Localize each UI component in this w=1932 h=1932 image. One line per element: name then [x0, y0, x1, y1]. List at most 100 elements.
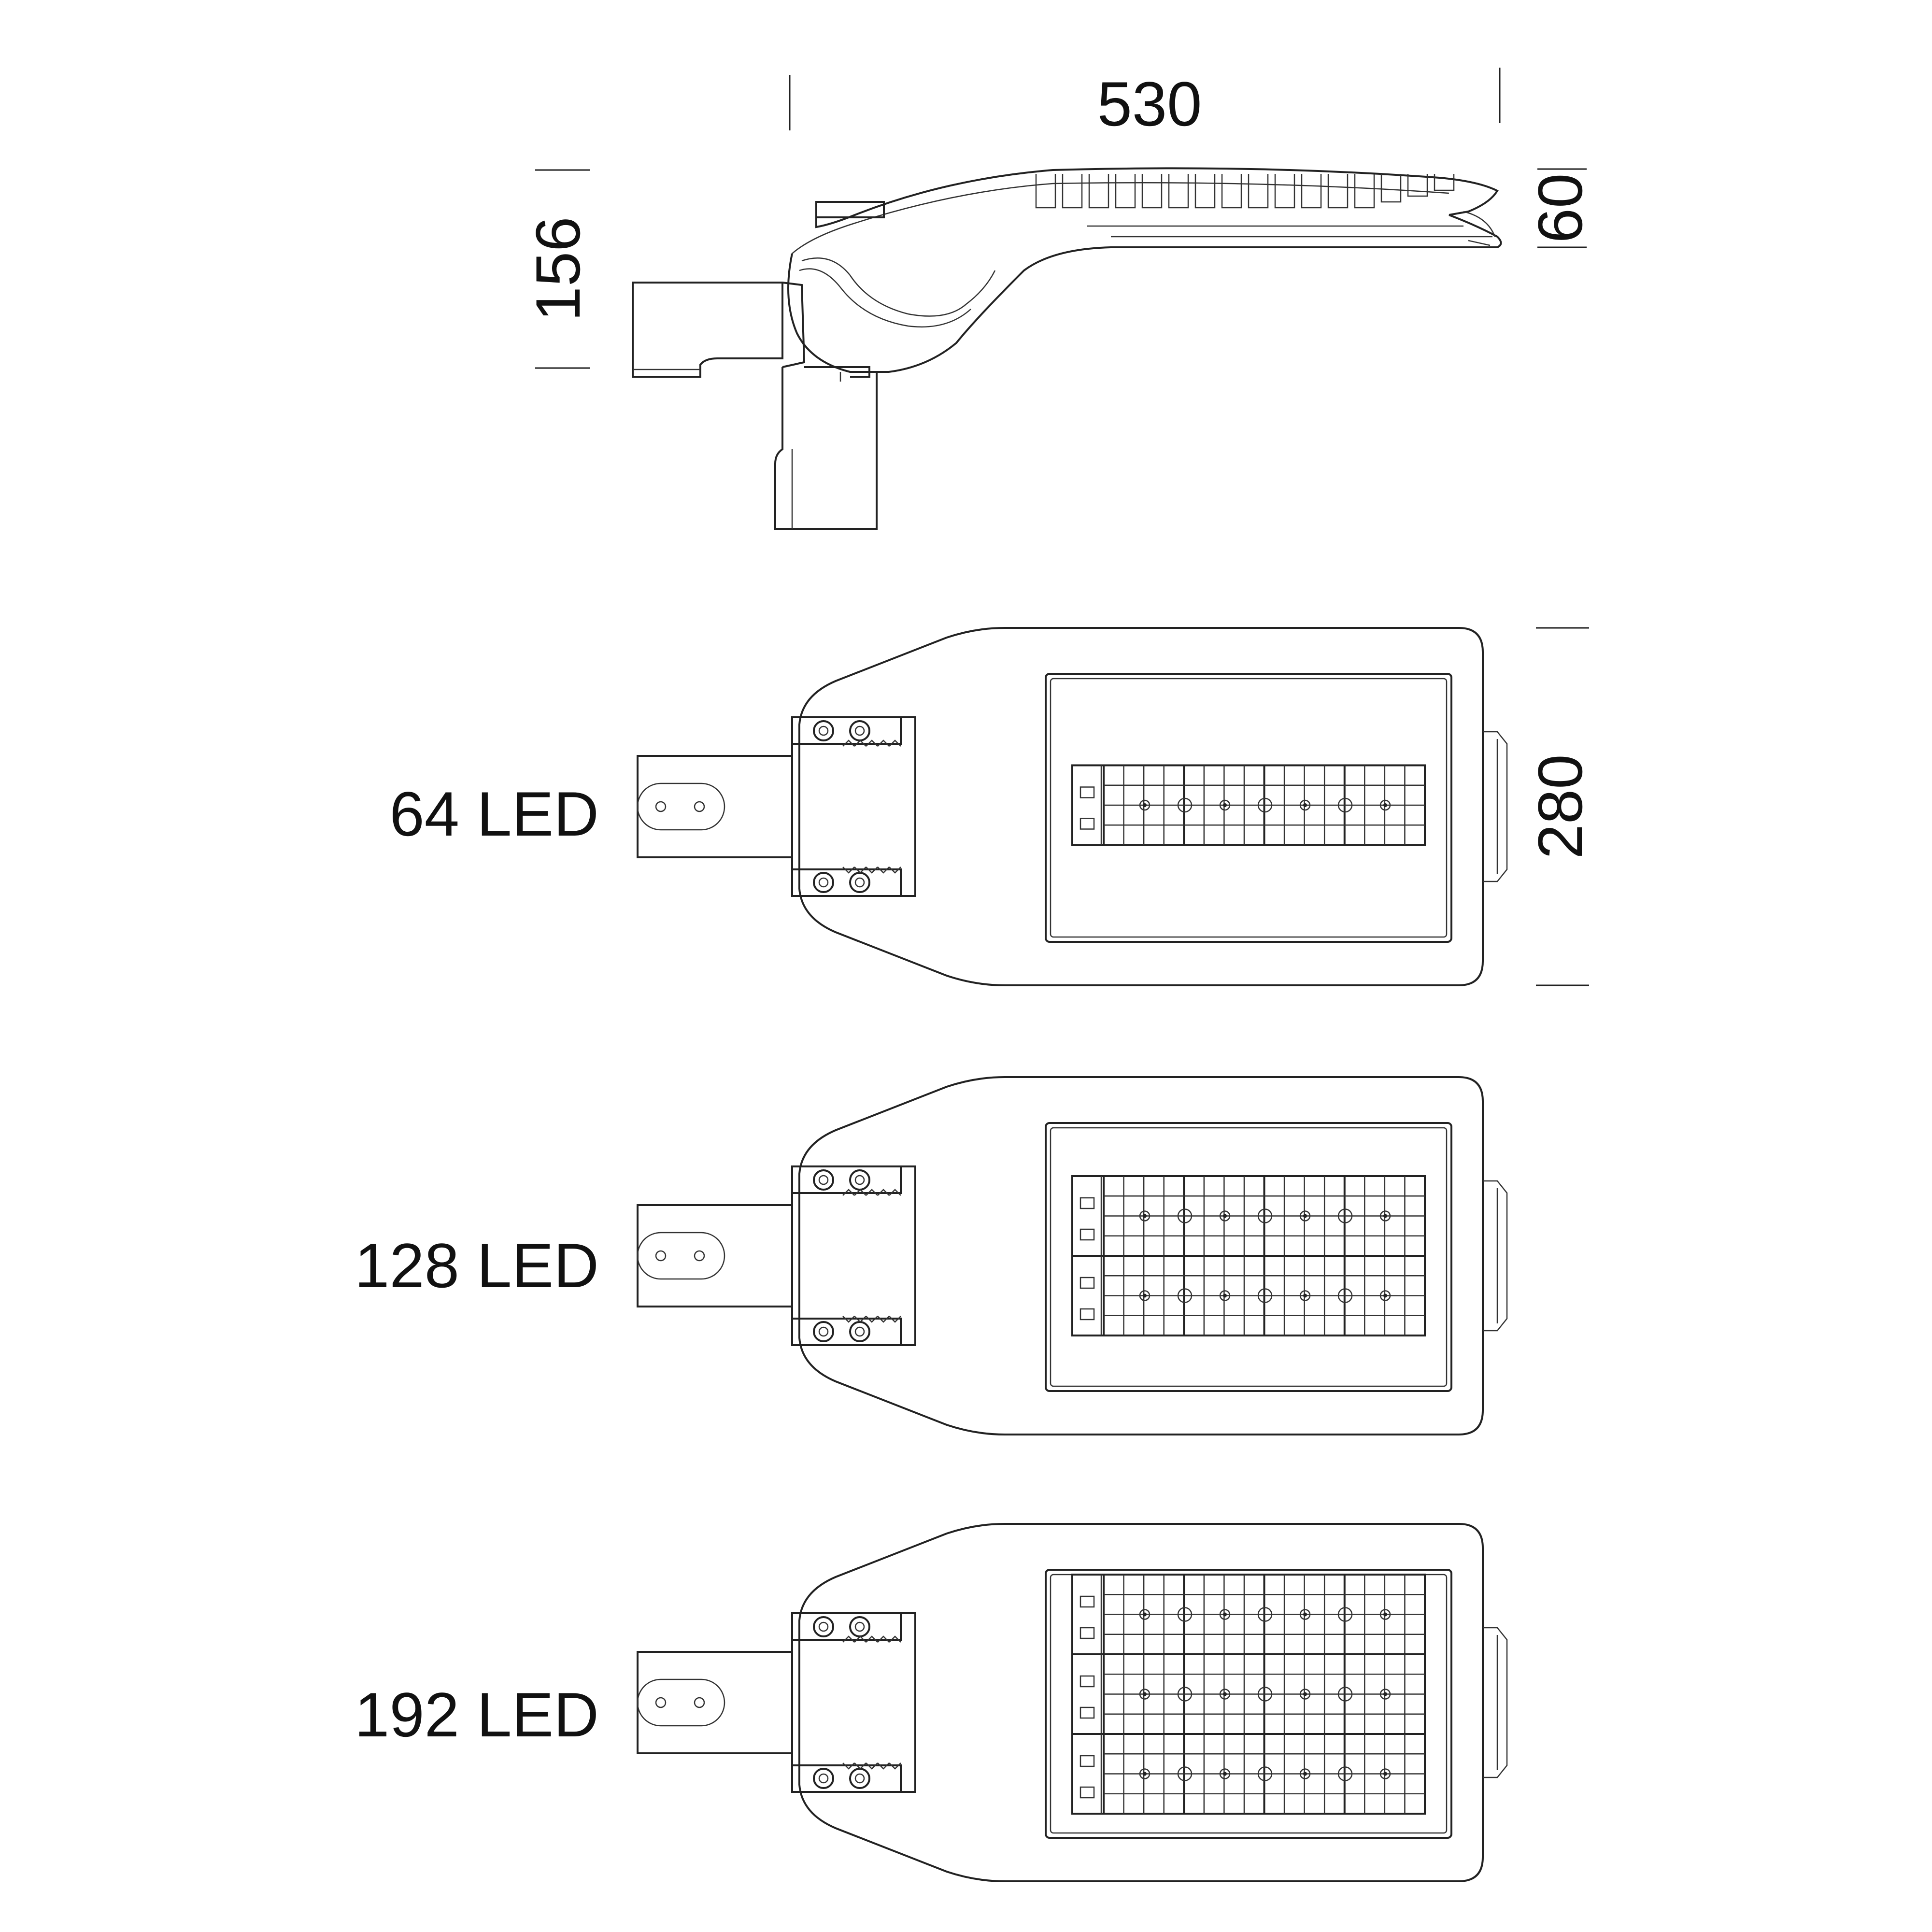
fin	[1194, 174, 1216, 209]
side-view: 530 156 60	[523, 68, 1595, 530]
connector-icon	[1080, 1228, 1095, 1241]
clamp-serration	[889, 1635, 901, 1643]
clamp-serration	[889, 1762, 901, 1770]
dimension-length-label: 530	[1097, 69, 1202, 139]
module-screw	[1379, 1609, 1391, 1620]
module-screw-center	[1303, 1692, 1307, 1696]
arm-bolt	[655, 801, 667, 812]
clamp-serration	[866, 1762, 878, 1770]
clamp-bolt	[849, 872, 870, 893]
clamp-serration	[842, 1635, 855, 1643]
clamp-serration	[842, 1762, 855, 1770]
led-module	[1071, 1653, 1426, 1735]
connector-icon	[1080, 786, 1095, 798]
dimension-width-label: 280	[1525, 754, 1595, 859]
module-screw-center	[1303, 1612, 1307, 1617]
arm-bolt	[694, 801, 705, 812]
dimension-height: 156	[523, 169, 593, 369]
module-screw-center	[1383, 1612, 1387, 1617]
arm-slot	[637, 782, 725, 831]
spigot-arm	[637, 1204, 793, 1307]
module-screw	[1139, 799, 1151, 811]
module-screw	[1177, 1607, 1193, 1622]
variant-192-led: 192 LED	[355, 1523, 1508, 1882]
fin	[1407, 174, 1428, 197]
module-screw	[1337, 1766, 1353, 1781]
clamp-serration	[877, 867, 890, 874]
rear-connector	[1483, 731, 1508, 882]
clamp-serration	[842, 739, 855, 747]
clamp-bolt-head	[818, 877, 829, 888]
module-screw-center	[1383, 1772, 1387, 1776]
clamp-serration	[889, 739, 901, 747]
rear-connector	[1483, 1627, 1508, 1778]
fin	[1274, 174, 1295, 209]
module-screw	[1177, 1208, 1193, 1223]
clamp-serration	[866, 739, 878, 747]
module-screw	[1219, 1210, 1231, 1222]
optic-window	[1045, 1122, 1452, 1392]
clamp-bolt	[813, 1169, 834, 1191]
clamp-bolt-head	[854, 725, 865, 736]
clamp-serration	[854, 739, 867, 747]
fin	[1327, 174, 1349, 209]
module-screw	[1177, 797, 1193, 813]
module-screw	[1139, 1768, 1151, 1779]
module-screw-center	[1303, 1214, 1307, 1218]
clamp-serration	[889, 867, 901, 874]
led-module	[1071, 1175, 1426, 1257]
clamp-serration	[842, 1316, 855, 1323]
module-screw-center	[1143, 1612, 1147, 1617]
fin	[1115, 174, 1136, 209]
clamp-bolt	[813, 1616, 834, 1637]
module-screw	[1177, 1766, 1193, 1781]
module-screw	[1379, 799, 1391, 811]
module-screw-center	[1223, 1772, 1227, 1776]
side-profile	[787, 167, 1502, 373]
clamp-bolt	[849, 1321, 870, 1342]
module-screw	[1257, 1607, 1273, 1622]
module-screw	[1299, 1689, 1311, 1700]
rear-connector	[1483, 1180, 1508, 1332]
clamp-bottom-plate	[791, 868, 902, 897]
fin	[1088, 174, 1109, 209]
arm-bolt	[694, 1697, 705, 1708]
clamp-serration	[877, 1635, 890, 1643]
clamp-bolt	[813, 1768, 834, 1789]
module-screw-center	[1303, 1772, 1307, 1776]
module-screw	[1299, 1210, 1311, 1222]
module-screw-center	[1143, 1214, 1147, 1218]
clamp-serration	[854, 867, 867, 874]
spigot-arm	[637, 755, 793, 858]
clamp-serration	[877, 739, 890, 747]
module-screw	[1257, 797, 1273, 813]
fin	[1354, 174, 1375, 209]
arm-tube	[637, 1204, 793, 1307]
module-screw-center	[1303, 1293, 1307, 1298]
module-screw	[1257, 1687, 1273, 1702]
top-views: 280 64 LED 128 LED 192 LED	[355, 627, 1595, 1882]
connector-icon	[1080, 1755, 1095, 1767]
module-screw	[1139, 1689, 1151, 1700]
clamp-bottom-plate	[791, 1764, 902, 1793]
module-screw-center	[1383, 803, 1387, 807]
clamp-serration	[866, 1316, 878, 1323]
clamp-serration	[877, 1316, 890, 1323]
module-screw-center	[1223, 803, 1227, 807]
module-screw	[1219, 1768, 1231, 1779]
fin	[1380, 174, 1402, 203]
connector-icon	[1080, 1197, 1095, 1209]
housing-outline	[798, 1523, 1484, 1882]
module-screw	[1299, 1609, 1311, 1620]
fin	[1062, 174, 1083, 209]
clamp-bolt-head	[818, 1621, 829, 1632]
clamp-bolt	[813, 1321, 834, 1342]
clamp-bolt-head	[854, 1326, 865, 1337]
module-screw	[1257, 1208, 1273, 1223]
module-screw	[1379, 1689, 1391, 1700]
variant-128-led: 128 LED	[355, 1076, 1508, 1435]
arm-slot	[637, 1232, 725, 1280]
fin	[1141, 174, 1163, 209]
module-screw-center	[1383, 1214, 1387, 1218]
clamp-serration	[866, 1189, 878, 1196]
